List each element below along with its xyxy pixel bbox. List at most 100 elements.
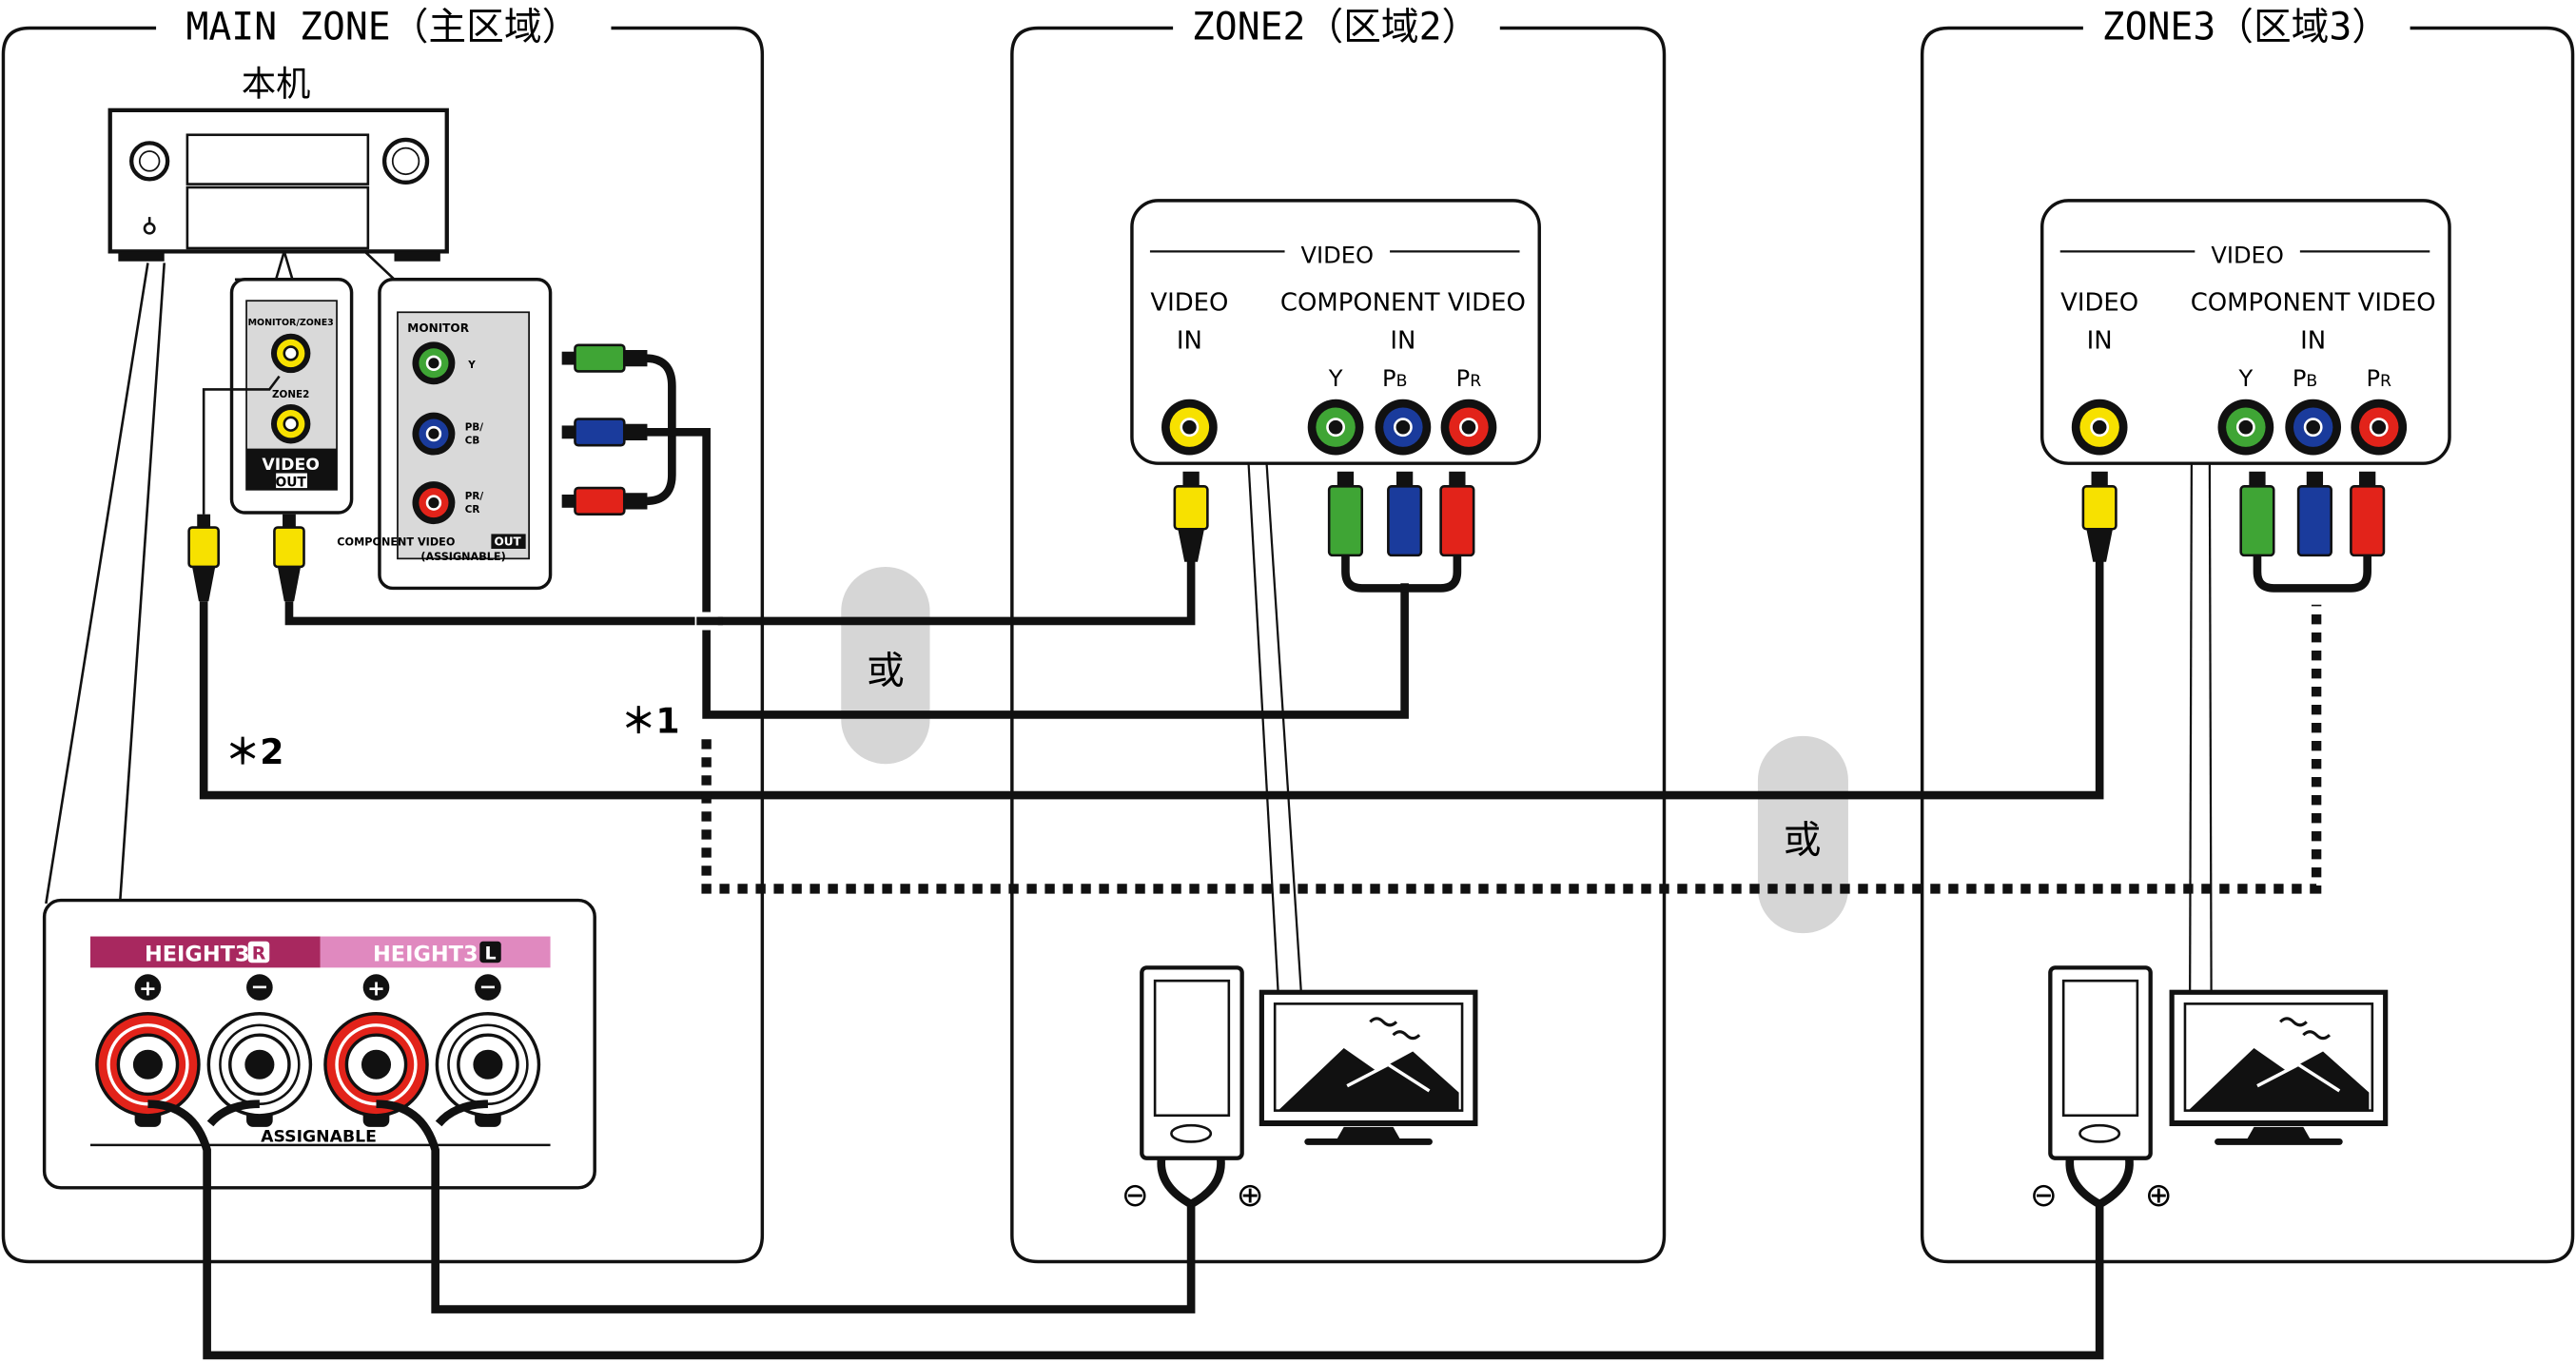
height3-r-label: HEIGHT3 <box>145 942 250 966</box>
zone2-plugs <box>1173 471 1475 593</box>
plus-terminal-icon: ⊕ <box>2145 1177 2173 1215</box>
speaker-terminal-panel: HEIGHT3 R HEIGHT3 L + − + − <box>42 898 596 1190</box>
plus-badge <box>134 974 162 1001</box>
zone2-tv <box>1259 989 1478 1145</box>
receiver-display <box>185 133 370 185</box>
note-1: ＊1 <box>621 700 679 741</box>
zone2-out-label: ZONE2 <box>272 389 309 400</box>
svg-text:Y: Y <box>467 360 476 371</box>
svg-text:−: − <box>479 975 498 1000</box>
svg-text:CR: CR <box>465 504 480 516</box>
component-cable-zone2 <box>645 428 1409 719</box>
svg-text:R: R <box>252 944 266 964</box>
video-cables <box>199 354 2322 894</box>
zone3-speaker: ⊖ ⊕ <box>2030 965 2173 1215</box>
or-label-2: 或 <box>1784 818 1822 862</box>
component-video-label: COMPONENT VIDEO <box>337 536 455 549</box>
main-zone-frame: MAIN ZONE（主区域） <box>1 6 765 1264</box>
terminal-l-plus <box>323 1011 429 1127</box>
height3-l-label: HEIGHT3 <box>373 942 478 966</box>
minus-terminal-icon: ⊖ <box>1122 1177 1149 1215</box>
zone2-green-plug <box>1327 485 1364 557</box>
zone3-video-panel: VIDEO VIDEO IN COMPONENT VIDEO IN Y PB P… <box>2039 199 2451 993</box>
video-cable-zone3 <box>199 555 2104 800</box>
terminals-assignable-label: ASSIGNABLE <box>261 1127 377 1146</box>
svg-text:IN: IN <box>1390 326 1415 355</box>
svg-text:+: + <box>139 977 157 1002</box>
zone2-blue-plug <box>1387 485 1423 557</box>
or-label-1: 或 <box>867 650 905 693</box>
svg-text:COMPONENT VIDEO: COMPONENT VIDEO <box>2191 289 2436 318</box>
svg-text:PR/: PR/ <box>465 491 484 502</box>
speaker-cable-zone2 <box>376 1099 1196 1313</box>
zone2-red-plug <box>1439 485 1475 557</box>
terminal-r-plus <box>95 1011 201 1127</box>
zone3-green-plug <box>2239 485 2275 557</box>
svg-text:COMPONENT VIDEO: COMPONENT VIDEO <box>1280 289 1526 318</box>
zone3-plugs <box>2081 471 2386 593</box>
video-out-panel: MONITOR/ZONE3 ZONE2 VIDEO OUT <box>229 278 354 515</box>
plus-badge <box>362 974 390 1001</box>
green-plug <box>574 343 626 373</box>
svg-text:IN: IN <box>2087 326 2113 355</box>
receiver-left-knob <box>129 141 170 182</box>
zone3-yellow-plug <box>2081 485 2117 531</box>
zone2-yellow-plug <box>1173 485 1209 531</box>
svg-text:PB: PB <box>1382 365 1407 392</box>
svg-text:Y: Y <box>1328 365 1343 392</box>
receiver-foot <box>394 251 440 262</box>
svg-text:−: − <box>250 975 268 1000</box>
receiver-component-plugs <box>561 343 648 516</box>
svg-text:VIDEO: VIDEO <box>1150 289 1228 318</box>
minus-badge <box>475 974 501 1001</box>
svg-text:+: + <box>367 977 385 1002</box>
zone3-frame: ZONE3（区域3） <box>1920 6 2575 1264</box>
zone2-title: ZONE2（区域2） <box>1192 6 1479 49</box>
blue-plug <box>574 418 626 447</box>
yellow-plug-zone2 <box>273 526 305 569</box>
svg-text:IN: IN <box>2300 326 2326 355</box>
video-label: VIDEO <box>262 456 320 475</box>
landscape-icon <box>2188 1047 2370 1111</box>
zone3-red-plug <box>2350 485 2386 557</box>
terminal-r-minus <box>206 1011 313 1127</box>
svg-text:CB: CB <box>465 435 480 446</box>
main-zone-title: MAIN ZONE（主区域） <box>185 6 579 49</box>
component-monitor-label: MONITOR <box>407 321 469 335</box>
monitor-zone3-label: MONITOR/ZONE3 <box>248 318 334 328</box>
zone2-frame: ZONE2（区域2） <box>1010 6 1667 1264</box>
zone3-title: ZONE3（区域3） <box>2102 6 2390 49</box>
receiver-label: 本机 <box>242 63 311 104</box>
zone2-video-panel: VIDEO VIDEO IN COMPONENT VIDEO IN Y PB P… <box>1130 199 1541 993</box>
minus-terminal-icon: ⊖ <box>2030 1177 2058 1215</box>
svg-text:PR: PR <box>2366 365 2391 392</box>
receiver-video-plugs <box>187 375 305 602</box>
component-out-panel: MONITOR Y PB/ CB PR/ CR COMPONENT VIDEO … <box>337 278 553 591</box>
landscape-icon <box>1278 1047 1459 1111</box>
plus-terminal-icon: ⊕ <box>1237 1177 1264 1215</box>
receiver-right-knob <box>381 137 430 185</box>
component-cable-zone3-dotted <box>701 604 2322 894</box>
zone3-video-header: VIDEO <box>2211 242 2284 268</box>
speaker-cable-zone3 <box>147 1099 2104 1360</box>
svg-text:PR: PR <box>1456 365 1482 392</box>
svg-text:L: L <box>484 944 496 964</box>
height3-r-band <box>89 936 321 968</box>
yellow-plug-zone3 <box>187 526 220 569</box>
receiver-door <box>185 185 370 250</box>
svg-text:Y: Y <box>2237 365 2253 392</box>
zone2-speaker: ⊖ ⊕ <box>1122 965 1264 1215</box>
svg-text:IN: IN <box>1177 326 1202 355</box>
zone3-blue-plug <box>2296 485 2332 557</box>
speaker-cables <box>147 1099 2104 1360</box>
receiver-foot <box>118 251 165 262</box>
zone3-tv <box>2169 989 2389 1145</box>
red-plug <box>574 486 626 516</box>
svg-text:PB: PB <box>2293 365 2317 392</box>
svg-text:VIDEO: VIDEO <box>2060 289 2138 318</box>
svg-text:OUT: OUT <box>494 535 521 549</box>
out-label: OUT <box>276 475 307 490</box>
video-cable-zone2 <box>284 555 1196 626</box>
svg-text:PB/: PB/ <box>465 422 483 434</box>
